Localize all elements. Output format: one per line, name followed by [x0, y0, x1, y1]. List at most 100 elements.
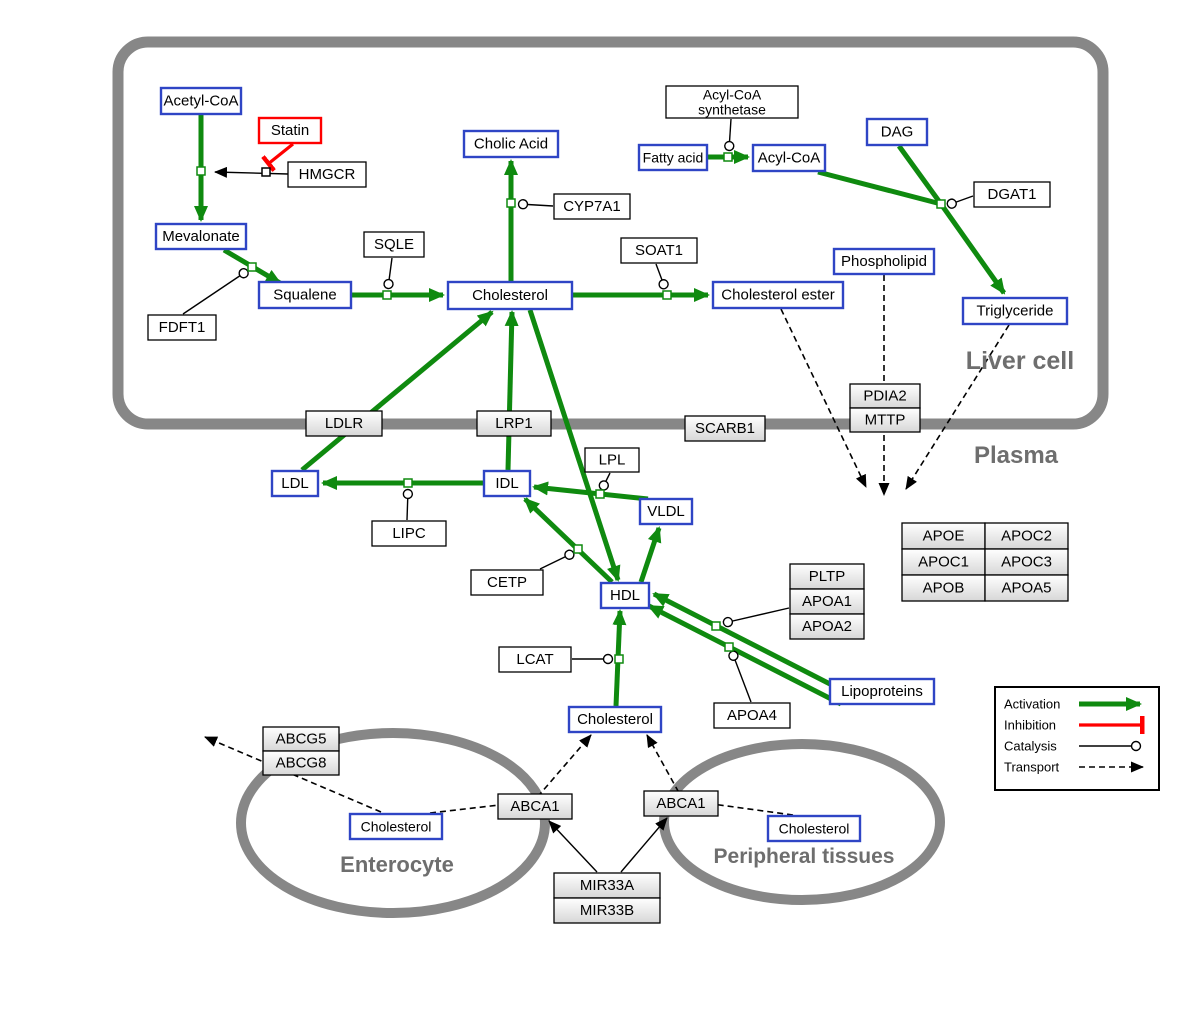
node-label: Fatty acid — [643, 150, 704, 166]
node-box — [766, 814, 862, 843]
node-mir33b[interactable]: MIR33B — [553, 897, 661, 924]
label-liver-cell: Liver cell — [966, 347, 1074, 375]
node-apoa5[interactable]: APOA5 — [984, 574, 1069, 602]
legend-item-label-catalysis: Catalysis — [1004, 739, 1057, 754]
node-lcat[interactable]: LCAT — [498, 646, 572, 673]
node-box — [476, 410, 552, 437]
node-box — [849, 407, 921, 433]
node-apoa4[interactable]: APOA4 — [713, 702, 791, 729]
node-triglyceride[interactable]: Triglyceride — [961, 296, 1069, 326]
edge-cholesterol-ester-to-plasma — [780, 308, 867, 488]
node-label: APOE — [923, 528, 965, 545]
node-label: DAG — [881, 124, 914, 141]
legend-item-label-transport: Transport — [1004, 760, 1060, 775]
node-label: ABCA1 — [656, 795, 705, 812]
reaction-node — [614, 654, 624, 664]
node-box — [637, 143, 709, 172]
node-soat1[interactable]: SOAT1 — [620, 237, 698, 264]
node-label: APOA1 — [802, 593, 852, 610]
node-statin[interactable]: Statin — [257, 116, 323, 145]
node-label: Statin — [271, 122, 309, 139]
node-label: MTTP — [865, 412, 906, 429]
node-pltp[interactable]: PLTP — [789, 563, 865, 590]
edge-cyp7a1-catalysis — [517, 199, 554, 210]
node-label: LIPC — [392, 525, 426, 542]
node-box — [553, 897, 661, 924]
node-cetp[interactable]: CETP — [470, 569, 544, 596]
node-label: Acetyl-CoA — [163, 93, 238, 110]
node-label: ABCG5 — [276, 731, 327, 748]
node-acyl-coa[interactable]: Acyl-CoA — [751, 143, 827, 173]
node-fdft1[interactable]: FDFT1 — [147, 314, 217, 341]
node-mttp[interactable]: MTTP — [849, 407, 921, 433]
node-mevalonate[interactable]: Mevalonate — [154, 222, 248, 251]
edge-sqle-catalysis — [383, 257, 394, 290]
node-apoa1[interactable]: APOA1 — [789, 588, 865, 615]
node-label: Phospholipid — [841, 253, 927, 270]
node-cholesterol-peripheral[interactable]: Cholesterol — [766, 814, 862, 843]
node-label: VLDL — [647, 503, 685, 520]
node-phospholipid[interactable]: Phospholipid — [832, 247, 936, 276]
node-apoc2[interactable]: APOC2 — [984, 522, 1069, 550]
node-box — [482, 469, 532, 498]
node-abcg5[interactable]: ABCG5 — [262, 726, 340, 752]
node-lipc[interactable]: LIPC — [371, 520, 447, 547]
reaction-node — [723, 152, 733, 162]
node-label: Acyl-CoA — [758, 150, 821, 167]
node-cholesterol-plasma[interactable]: Cholesterol — [567, 705, 663, 734]
node-label: FDFT1 — [159, 319, 206, 336]
node-abca1-peripheral[interactable]: ABCA1 — [643, 790, 719, 817]
node-abca1-enterocyte[interactable]: ABCA1 — [497, 793, 573, 820]
edge-hdl-idl-cetp — [523, 497, 614, 584]
node-label: APOC2 — [1001, 528, 1052, 545]
node-acetyl-coa[interactable]: Acetyl-CoA — [159, 86, 243, 116]
node-label: MIR33A — [580, 877, 634, 894]
node-sqle[interactable]: SQLE — [363, 231, 425, 258]
node-label: LRP1 — [495, 415, 533, 432]
node-cholic-acid[interactable]: Cholic Acid — [462, 129, 560, 159]
edge-ldl-cholesterol-uptake — [300, 310, 494, 472]
node-cholesterol-ester[interactable]: Cholesterol ester — [711, 280, 845, 310]
node-apoe[interactable]: APOE — [901, 522, 986, 550]
node-apoc1[interactable]: APOC1 — [901, 548, 986, 576]
node-label: PLTP — [809, 568, 845, 585]
node-dag[interactable]: DAG — [865, 117, 929, 147]
node-mir33a[interactable]: MIR33A — [553, 872, 661, 899]
node-lrp1[interactable]: LRP1 — [476, 410, 552, 437]
node-dgat1[interactable]: DGAT1 — [973, 181, 1051, 208]
node-box — [470, 569, 544, 596]
node-lpl[interactable]: LPL — [584, 447, 640, 473]
node-label: HMGCR — [299, 166, 356, 183]
node-apoc3[interactable]: APOC3 — [984, 548, 1069, 576]
node-ldlr[interactable]: LDLR — [305, 410, 383, 437]
node-box — [832, 247, 936, 276]
node-lipoproteins[interactable]: Lipoproteins — [828, 677, 936, 706]
node-apob[interactable]: APOB — [901, 574, 986, 602]
node-box — [159, 86, 243, 116]
node-box — [147, 314, 217, 341]
node-squalene[interactable]: Squalene — [257, 280, 353, 310]
edge-triglyceride-to-plasma — [905, 324, 1010, 490]
node-ldl[interactable]: LDL — [270, 469, 320, 498]
node-label: Squalene — [273, 287, 336, 304]
reaction-node — [247, 262, 257, 272]
node-box — [497, 793, 573, 820]
node-scarb1[interactable]: SCARB1 — [684, 415, 766, 442]
node-label: Triglyceride — [977, 303, 1054, 320]
node-fatty-acid[interactable]: Fatty acid — [637, 143, 709, 172]
node-pdia2[interactable]: PDIA2 — [849, 383, 921, 409]
node-hmgcr[interactable]: HMGCR — [287, 161, 367, 188]
node-cyp7a1[interactable]: CYP7A1 — [553, 193, 631, 220]
node-vldl[interactable]: VLDL — [638, 497, 694, 526]
node-cholesterol-liver[interactable]: Cholesterol — [446, 280, 574, 311]
reaction-node — [403, 478, 413, 488]
node-box — [984, 574, 1069, 602]
node-abcg8[interactable]: ABCG8 — [262, 750, 340, 776]
node-hdl[interactable]: HDL — [599, 581, 651, 610]
node-cholesterol-enterocyte[interactable]: Cholesterol — [348, 812, 444, 841]
node-idl[interactable]: IDL — [482, 469, 532, 498]
reaction-node — [261, 167, 271, 177]
node-apoa2[interactable]: APOA2 — [789, 613, 865, 640]
